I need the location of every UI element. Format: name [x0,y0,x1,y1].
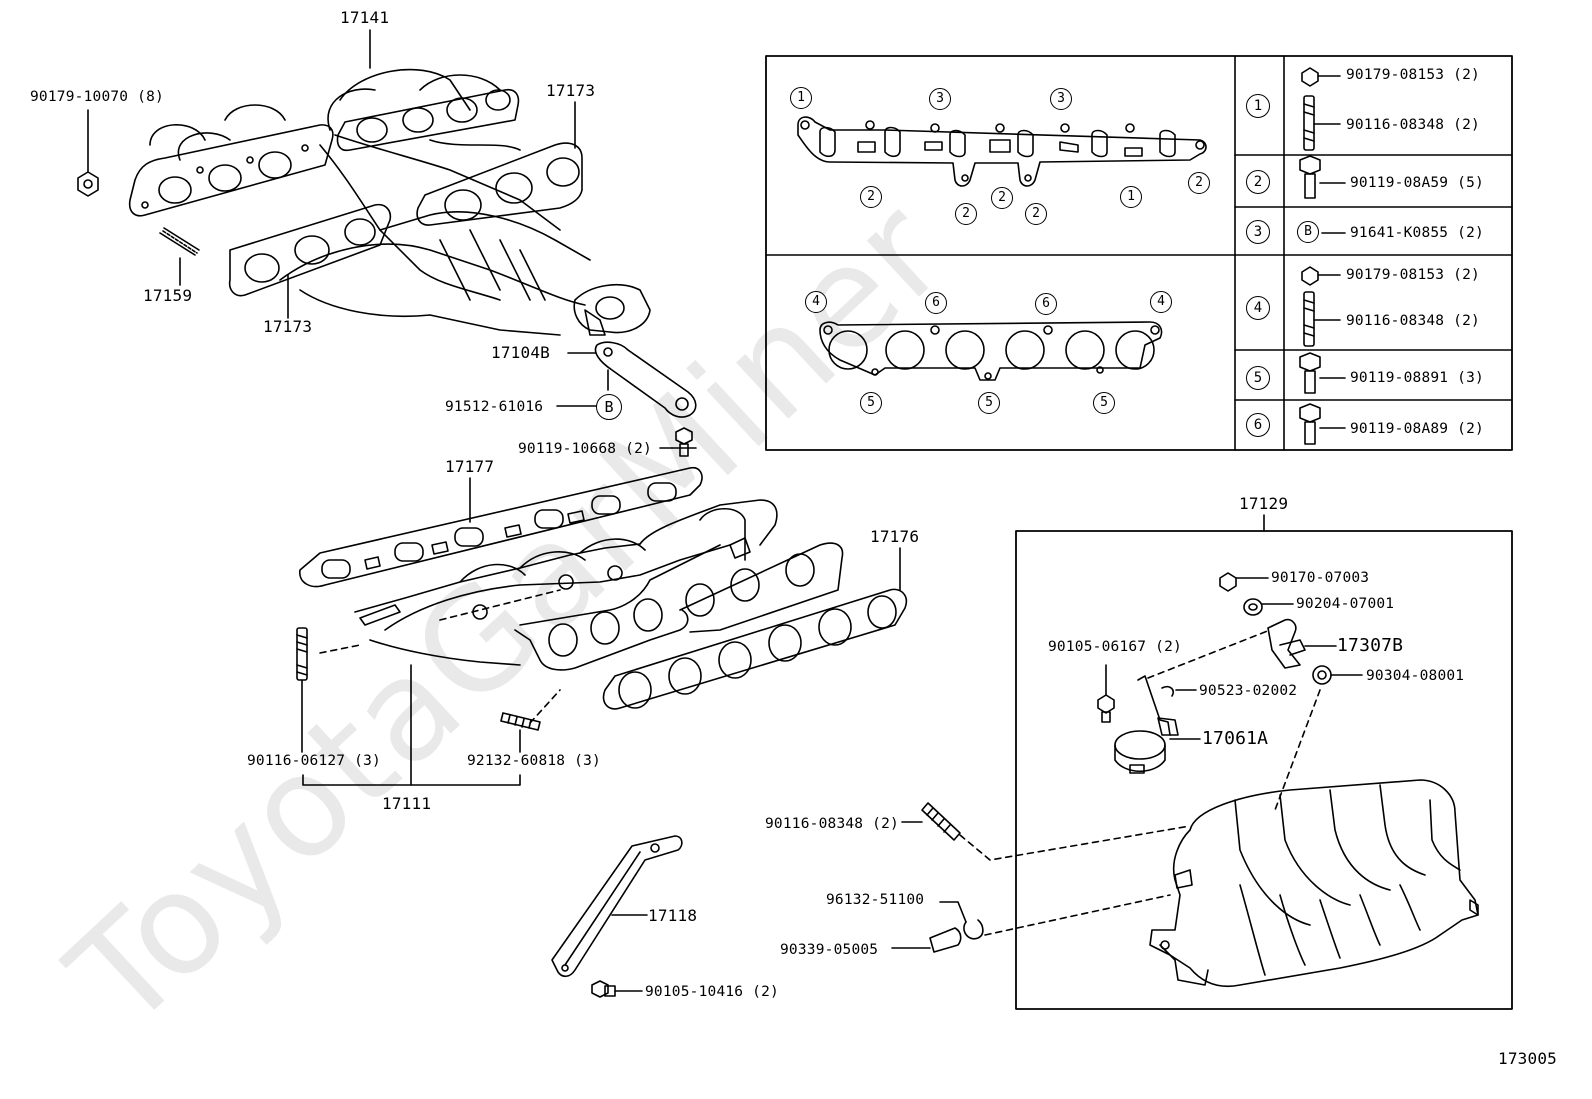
label-90523-02002: 90523-02002 [1199,683,1298,699]
label-90119-10668: 90119-10668 (2) [518,441,652,457]
legend-row-3-number: 3 [1246,220,1270,244]
legend-row-4-item-2: 90116-08348 (2) [1346,313,1480,329]
callout-4: 4 [805,291,827,313]
callout-4: 4 [1150,291,1172,313]
legend-row-6-item-1: 90119-08A89 (2) [1350,421,1484,437]
legend-row-3-item-1: 91641-K0855 (2) [1350,225,1484,241]
label-17177: 17177 [445,457,495,476]
label-90304-08001: 90304-08001 [1366,668,1465,684]
legend-row-6-number: 6 [1246,413,1270,437]
exhaust-manifold-17141 [128,68,651,336]
diagram-id: 173005 [1498,1049,1557,1068]
callout-6: 6 [1035,293,1057,315]
callout-1: 1 [790,87,812,109]
label-90179-10070: 90179-10070 (8) [30,89,164,105]
stud-90116-06127 [296,627,308,753]
label-17159: 17159 [143,286,193,305]
legend-row-5-item-1: 90119-08891 (3) [1350,370,1484,386]
label-17173-lower: 17173 [263,317,313,336]
callout-3: 3 [929,88,951,110]
label-90204-07001: 90204-07001 [1296,596,1395,612]
label-92132-60818: 92132-60818 (3) [467,753,601,769]
label-17118: 17118 [648,906,698,925]
callout-2: 2 [991,187,1013,209]
legend-row-1-item-1: 90179-08153 (2) [1346,67,1480,83]
label-90116-06127: 90116-06127 (3) [247,753,381,769]
legend-row-4-item-1: 90179-08153 (2) [1346,267,1480,283]
nut-90179-10070 [77,109,99,197]
label-91512-61016: 91512-61016 [445,399,544,415]
callout-2: 2 [1025,203,1047,225]
bolt-90105-10416 [591,980,643,998]
intake-manifold-17111 [319,499,844,724]
label-17173-upper: 17173 [546,81,596,100]
bracket-17104B [567,341,697,418]
callout-5: 5 [1093,392,1115,414]
label-17176: 17176 [870,527,920,546]
legend-row-5-number: 5 [1246,366,1270,390]
legend-row-2-number: 2 [1246,170,1270,194]
label-90339-05005: 90339-05005 [780,942,879,958]
legend-row-1-number: 1 [1246,94,1270,118]
legend-row-1-item-2: 90116-08348 (2) [1346,117,1480,133]
callout-2: 2 [955,203,977,225]
label-90116-08348: 90116-08348 (2) [765,816,899,832]
bolt-90119-10668 [659,427,697,457]
label-17129: 17129 [1239,494,1289,513]
box-17129 [891,514,1513,1010]
stud-92132-60818 [500,712,541,753]
legend-b-marker: B [1297,221,1319,243]
callout-6: 6 [925,292,947,314]
marker-b-circle: B [596,394,622,420]
label-96132-51100: 96132-51100 [826,892,925,908]
callout-5: 5 [978,392,1000,414]
stay-17118 [551,835,683,978]
gasket-17176 [602,547,908,710]
legend-box [765,55,1513,451]
label-17104B: 17104B [491,343,550,362]
label-90170-07003: 90170-07003 [1271,570,1370,586]
label-17061A: 17061A [1202,728,1269,749]
callout-2: 2 [1188,172,1210,194]
label-90105-10416: 90105-10416 (2) [645,984,779,1000]
label-17307B: 17307B [1337,635,1404,656]
label-17111: 17111 [382,794,432,813]
callout-5: 5 [860,392,882,414]
callout-2: 2 [860,186,882,208]
callout-1: 1 [1120,186,1142,208]
label-17141: 17141 [340,8,390,27]
label-90105-06167: 90105-06167 (2) [1048,639,1182,655]
legend-row-4-number: 4 [1246,296,1270,320]
callout-3: 3 [1050,88,1072,110]
gasket-17177 [299,466,703,588]
legend-row-2-item-1: 90119-08A59 (5) [1350,175,1484,191]
stud-17159 [159,227,200,286]
